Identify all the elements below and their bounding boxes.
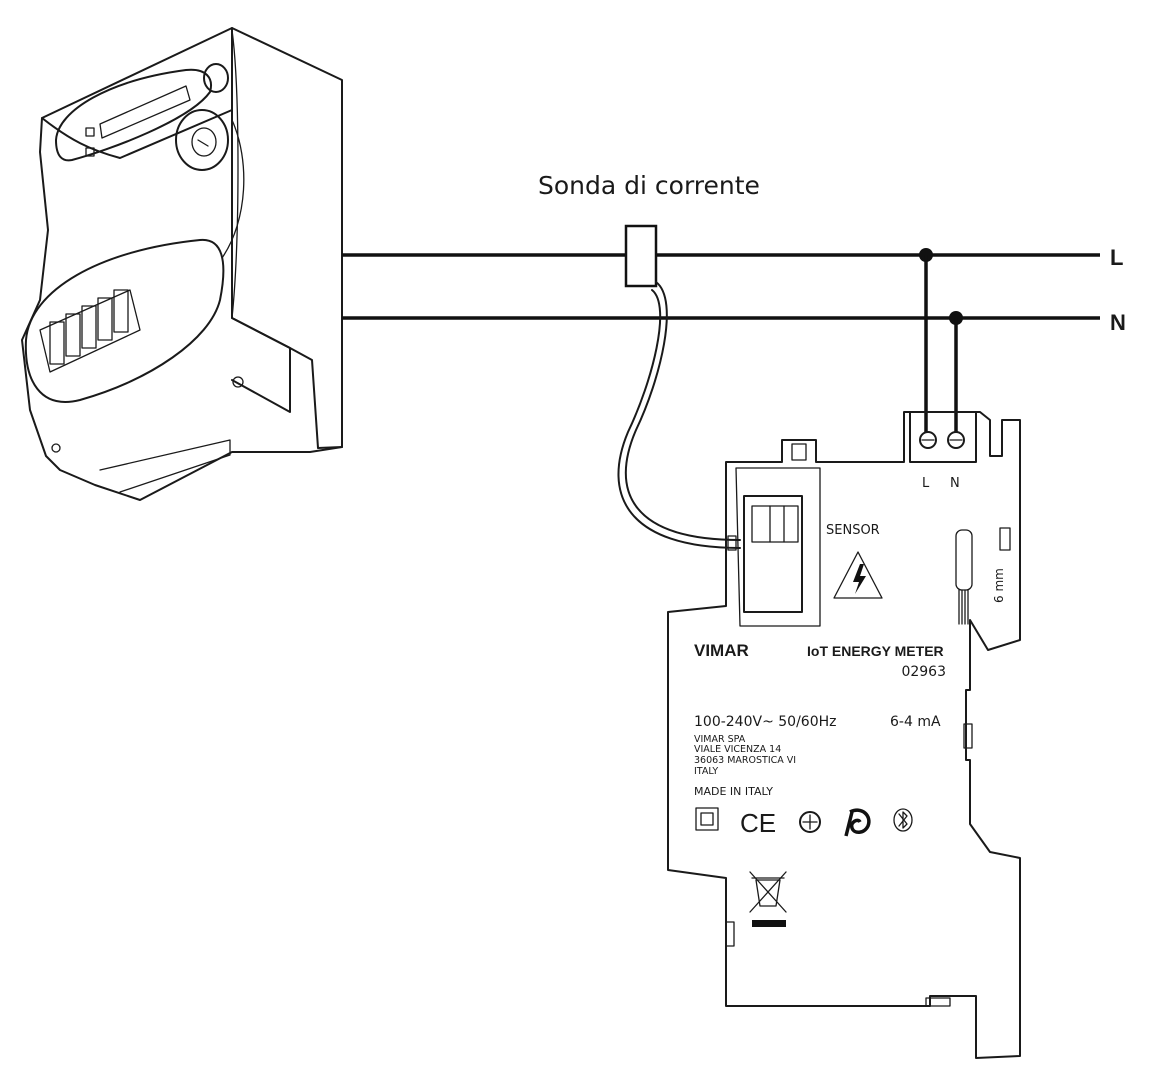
product-code: 02963	[901, 664, 946, 680]
terminal-block	[909, 411, 977, 463]
sensor-label: SENSOR	[826, 523, 880, 538]
ce-mark-icon: CE	[740, 808, 776, 838]
energy-meter-device: L N 6 mm SENSOR VIMAR IoT ENERGY METER 0…	[667, 411, 1021, 1059]
terminal-label-neutral: N	[950, 476, 960, 491]
breaker-terminals	[49, 289, 129, 365]
rating-voltage: 100-240V~ 50/60Hz	[694, 714, 836, 730]
power-lines	[342, 248, 1100, 432]
rating-current: 6-4 mA	[890, 714, 941, 730]
current-probe	[617, 224, 741, 549]
weee-bin-icon	[749, 871, 787, 927]
bluetooth-icon	[893, 808, 913, 832]
brand-label: VIMAR	[694, 641, 749, 660]
address-line-2: VIALE VICENZA 14	[694, 744, 781, 755]
electricity-meter	[21, 27, 343, 501]
terminal-label-live: L	[922, 476, 930, 491]
wire-strip-gauge-icon	[955, 529, 973, 625]
origin-label: MADE IN ITALY	[694, 785, 773, 798]
address-line-4: ITALY	[694, 766, 718, 777]
electric-hazard-icon	[833, 551, 883, 599]
wireless-mark-icon	[844, 808, 871, 837]
probe-label: Sonda di corrente	[538, 171, 760, 200]
double-insulation-icon	[695, 807, 719, 831]
product-name: IoT ENERGY METER	[807, 643, 944, 659]
imq-mark-icon	[799, 811, 821, 833]
address-line-1: VIMAR SPA	[694, 734, 746, 745]
strip-length-label: 6 mm	[992, 568, 1006, 603]
neutral-line-label: N	[1110, 310, 1126, 335]
live-line-label: L	[1110, 245, 1123, 270]
address-line-3: 36063 MAROSTICA VI	[694, 755, 796, 766]
